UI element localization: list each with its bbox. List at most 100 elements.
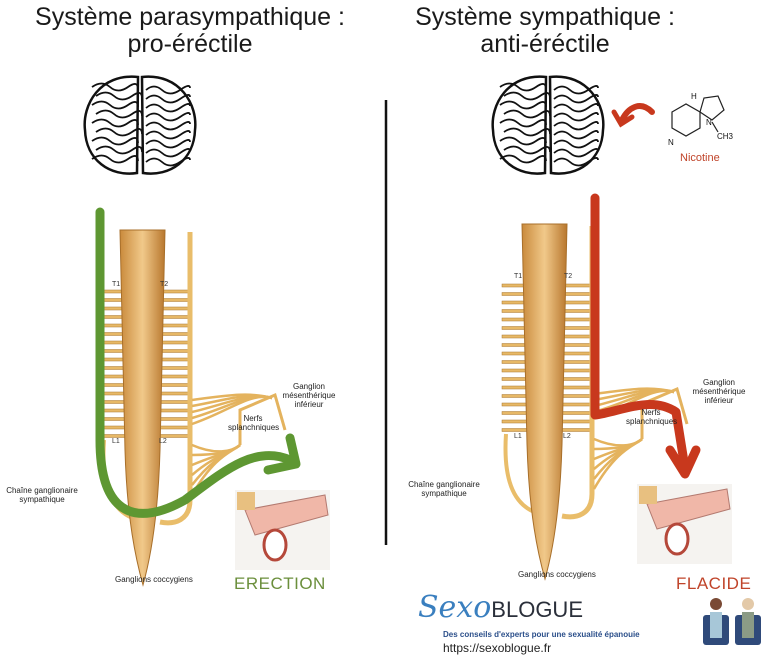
site-url[interactable]: https://sexoblogue.fr	[443, 641, 552, 655]
brain-fold	[499, 118, 547, 128]
label-l1-right: L1	[514, 433, 522, 440]
brain-fold	[91, 100, 139, 110]
penis-illustration	[637, 484, 732, 564]
pelvis-detail	[237, 492, 255, 510]
pyridine-ring	[671, 103, 701, 137]
parasympathetic-arrow-path	[95, 207, 295, 518]
brain-fold	[145, 148, 191, 158]
brain-fold	[503, 91, 551, 101]
molecule-ch3: CH3	[717, 132, 734, 141]
brain-right	[491, 75, 605, 175]
brain-fold	[553, 112, 599, 122]
person-woman-head	[710, 598, 722, 610]
tagline: Des conseils d'experts pour une sexualit…	[443, 630, 640, 639]
brain-fold	[145, 157, 191, 167]
brain-fold	[553, 148, 599, 158]
logo-script-text: Sexo	[418, 590, 492, 625]
right-title-line2: anti-éréctile	[480, 30, 610, 58]
label-l2: L2	[159, 438, 167, 445]
brain-fold	[503, 109, 551, 119]
brain-fold	[95, 127, 143, 137]
brain-fold	[499, 100, 547, 110]
nicotine-molecule	[671, 95, 725, 137]
caption-flacide: FLACIDE	[676, 574, 752, 593]
penis-shaft	[244, 494, 329, 536]
testis	[262, 528, 288, 562]
sympathetic-arrowhead	[665, 445, 701, 479]
label-nerfs-splanchniques-right: Nerfs splanchniques	[626, 408, 678, 426]
label-nerfs-splanchniques: Nerfs splanchniques	[228, 414, 280, 432]
brain-fold	[91, 118, 139, 128]
sexoblogue-logo[interactable]: SexoBLOGUE	[418, 590, 583, 625]
brain-fold	[553, 139, 599, 149]
pyrrolidine-ring	[699, 95, 725, 121]
label-l1: L1	[112, 438, 120, 445]
brain-left	[83, 75, 197, 175]
brain-fold	[145, 85, 191, 95]
left-title-line2: pro-éréctile	[127, 30, 253, 58]
ganglion-connection	[640, 386, 689, 439]
label-ganglions-coccygiens: Ganglions coccygiens	[115, 575, 193, 584]
label-t2-right: T2	[564, 273, 573, 280]
person-man-body	[742, 612, 754, 638]
brain-fold	[499, 154, 547, 164]
penis-shaft	[646, 488, 731, 530]
left-title-line1: Système parasympathique :	[35, 3, 345, 31]
parasympathetic-arrowhead	[263, 433, 301, 475]
brain-fold	[91, 136, 139, 146]
ganglion-connection	[238, 392, 287, 445]
brain-fold	[91, 82, 139, 92]
sympathetic-chain	[561, 226, 595, 520]
methyl-bond	[711, 121, 719, 133]
nicotine-label: Nicotine	[680, 152, 720, 164]
brain-fold	[553, 130, 599, 140]
label-ganglion-mesenterique-right: Ganglion mésenthérique inférieur	[692, 378, 746, 405]
brain-fold	[95, 91, 143, 101]
label-ganglions-coccygiens-right: Ganglions coccygiens	[518, 570, 596, 579]
molecule-n-ring: N	[706, 118, 712, 127]
nicotine-arrow	[619, 103, 655, 123]
spinal-cord	[521, 223, 568, 581]
brain-fold	[145, 139, 191, 149]
penis-illustration	[235, 490, 330, 570]
brain-fold	[145, 94, 191, 104]
brain-fold	[145, 121, 191, 131]
pelvis-detail	[639, 486, 657, 504]
label-t2: T2	[160, 281, 169, 288]
brain-fold	[553, 94, 599, 104]
logo-word-text: BLOGUE	[491, 597, 583, 622]
label-t1: T1	[112, 281, 121, 288]
brain-fold	[91, 154, 139, 164]
label-l2-right: L2	[563, 433, 571, 440]
testis	[664, 522, 690, 556]
brain-fold	[499, 82, 547, 92]
person-woman-body	[710, 612, 722, 638]
brain-fold	[95, 109, 143, 119]
brain-fold	[145, 130, 191, 140]
label-chaine-ganglionaire-right: Chaîne ganglionaire sympathique	[408, 480, 480, 498]
left-title: Système parasympathique : pro-éréctile	[0, 4, 380, 58]
brain-fold	[553, 121, 599, 131]
nicotine-arrowhead	[611, 109, 635, 128]
brain-fold	[503, 127, 551, 137]
molecule-h: H	[691, 92, 697, 101]
brain-fold	[553, 85, 599, 95]
brain-fold	[145, 112, 191, 122]
pelvic-nerve	[592, 438, 643, 490]
label-t1-right: T1	[514, 273, 523, 280]
label-ganglion-mesenterique: Ganglion mésenthérique inférieur	[282, 382, 336, 409]
label-chaine-ganglionaire: Chaîne ganglionaire sympathique	[6, 486, 78, 504]
brain-fold	[145, 103, 191, 113]
splanchnic-nerve	[191, 395, 273, 426]
couple-illustration	[703, 598, 761, 645]
molecule-n-pyridine: N	[668, 138, 674, 147]
person-man-head	[742, 598, 754, 610]
brain-fold	[553, 157, 599, 167]
spinal-cord	[119, 229, 166, 587]
right-title-line1: Système sympathique :	[415, 3, 675, 31]
brain-fold	[503, 145, 551, 155]
right-title: Système sympathique : anti-éréctile	[355, 4, 735, 58]
sympathetic-arrow-path	[590, 193, 689, 467]
